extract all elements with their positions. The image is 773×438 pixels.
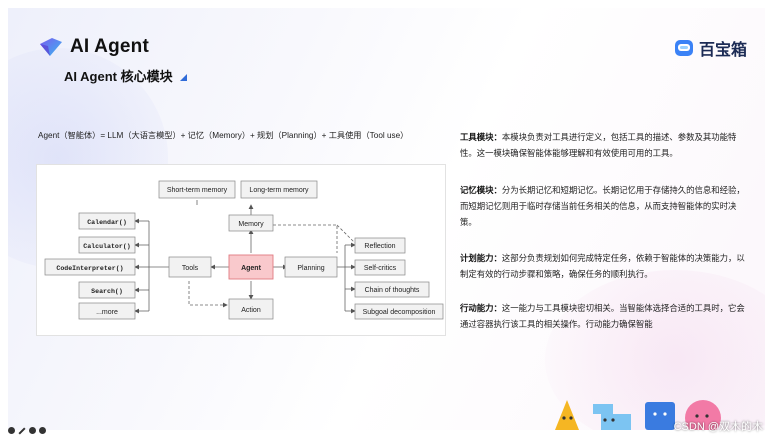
description-label: 行动能力： bbox=[460, 303, 502, 313]
logo-icon bbox=[38, 36, 64, 58]
tool-item: Search() bbox=[91, 288, 123, 295]
pen-icon[interactable] bbox=[18, 427, 25, 434]
brand-box-icon bbox=[673, 37, 695, 59]
description-text: 分为长期记忆和短期记忆。长期记忆用于存储持久的信息和经验，而短期记忆则用于临时存… bbox=[460, 185, 745, 227]
subtitle-accent-icon bbox=[180, 74, 187, 81]
agent-architecture-diagram: Short-term memory Long-term memory Memor… bbox=[36, 164, 446, 336]
description-text: 这一能力与工具模块密切相关。当智能体选择合适的工具时，它会通过容器执行该工具的相… bbox=[460, 303, 745, 329]
slide: AI Agent AI Agent 核心模块 百宝箱 Agent（智能体）= L… bbox=[8, 8, 765, 430]
description-label: 记忆模块： bbox=[460, 185, 502, 195]
description-planning: 计划能力：这部分负责规划如何完成特定任务，依赖于智能体的决策能力，以制定有效的行… bbox=[460, 250, 750, 282]
more-icon[interactable] bbox=[39, 427, 46, 434]
description-memory: 记忆模块：分为长期记忆和短期记忆。长期记忆用于存储持久的信息和经验，而短期记忆则… bbox=[460, 182, 750, 230]
action-node: Action bbox=[241, 307, 261, 314]
tool-item: CodeInterpreter() bbox=[56, 265, 123, 272]
description-label: 工具模块： bbox=[460, 132, 502, 142]
description-text: 这部分负责规划如何完成特定任务，依赖于智能体的决策能力，以制定有效的行动步骤和策… bbox=[460, 253, 745, 279]
memory-type-long: Long-term memory bbox=[249, 187, 309, 194]
page-subtitle: AI Agent 核心模块 bbox=[64, 66, 173, 85]
planning-item: Chain of thoughts bbox=[365, 287, 420, 294]
brand-logo: 百宝箱 bbox=[673, 36, 747, 60]
planning-item: Reflection bbox=[364, 243, 395, 250]
agent-formula: Agent（智能体）= LLM（大语言模型）+ 记忆（Memory）+ 规划（P… bbox=[38, 129, 408, 141]
description-tools: 工具模块：本模块负责对工具进行定义，包括工具的描述、参数及其功能特性。这一模块确… bbox=[460, 129, 750, 161]
grid-icon[interactable] bbox=[29, 427, 36, 434]
tool-item: Calendar() bbox=[87, 219, 127, 226]
planning-item: Subgoal decomposition bbox=[363, 309, 436, 316]
slide-toolbar bbox=[8, 427, 46, 434]
watermark: CSDN @双木的木 bbox=[674, 418, 763, 434]
memory-node: Memory bbox=[238, 221, 264, 228]
prev-icon[interactable] bbox=[8, 427, 15, 434]
title-logo: AI Agent bbox=[38, 36, 149, 58]
tool-item: ...more bbox=[96, 309, 118, 316]
tools-node: Tools bbox=[182, 265, 199, 272]
planning-item: Self-critics bbox=[364, 265, 397, 272]
page-title: AI Agent bbox=[70, 36, 149, 58]
tool-item: Calculator() bbox=[83, 243, 130, 250]
memory-type-short: Short-term memory bbox=[167, 187, 228, 194]
description-action: 行动能力：这一能力与工具模块密切相关。当智能体选择合适的工具时，它会通过容器执行… bbox=[460, 300, 750, 332]
brand-name: 百宝箱 bbox=[699, 36, 747, 60]
agent-node: Agent bbox=[241, 265, 262, 272]
planning-node: Planning bbox=[297, 265, 324, 272]
description-text: 本模块负责对工具进行定义，包括工具的描述、参数及其功能特性。这一模块确保智能体能… bbox=[460, 132, 736, 158]
description-label: 计划能力： bbox=[460, 253, 502, 263]
